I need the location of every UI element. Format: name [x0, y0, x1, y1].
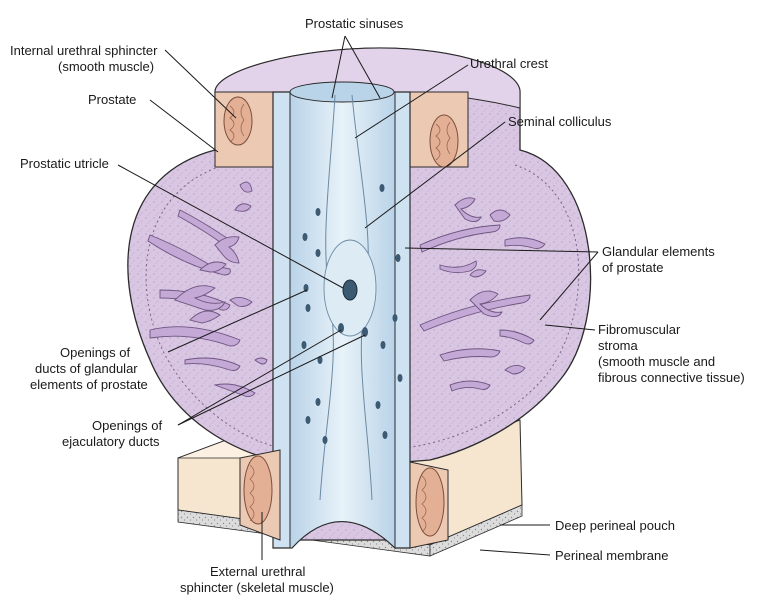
- leader-lines: [117, 35, 599, 560]
- label-glandular-elements-sub: of prostate: [602, 260, 663, 275]
- label-openings-ducts: Openings of: [60, 345, 130, 360]
- label-seminal-colliculus: Seminal colliculus: [508, 114, 612, 129]
- label-fibromuscular-stroma-3: (smooth muscle and: [598, 354, 715, 369]
- label-openings-ejaculatory: Openings of: [92, 418, 162, 433]
- label-internal-urethral-sphincter: Internal urethral sphincter: [10, 43, 158, 58]
- label-openings-ducts-2: ducts of glandular: [35, 361, 138, 376]
- label-internal-urethral-sphincter-sub: (smooth muscle): [58, 59, 154, 74]
- label-external-urethral-sphincter: External urethral: [210, 564, 305, 579]
- internal-urethral-sphincter: [214, 91, 469, 168]
- label-prostatic-sinuses: Prostatic sinuses: [305, 16, 404, 31]
- label-urethral-crest: Urethral crest: [470, 56, 548, 71]
- prostatic-utricle-opening: [342, 279, 358, 301]
- label-openings-ejaculatory-2: ejaculatory ducts: [62, 434, 160, 449]
- label-perineal-membrane: Perineal membrane: [555, 548, 668, 563]
- label-fibromuscular-stroma-4: fibrous connective tissue): [598, 370, 745, 385]
- label-glandular-elements: Glandular elements: [602, 244, 715, 259]
- label-openings-ducts-3: elements of prostate: [30, 377, 148, 392]
- label-fibromuscular-stroma: Fibromuscular: [598, 322, 681, 337]
- label-prostatic-utricle: Prostatic utricle: [20, 156, 109, 171]
- label-fibromuscular-stroma-2: stroma: [598, 338, 639, 353]
- label-deep-perineal-pouch: Deep perineal pouch: [555, 518, 675, 533]
- label-external-urethral-sphincter-sub: sphincter (skeletal muscle): [180, 580, 334, 595]
- glandular-elements-left: [147, 181, 268, 398]
- external-urethral-sphincter: [239, 449, 449, 549]
- prostatic-urethra: [272, 81, 411, 550]
- labels: Prostatic sinuses Internal urethral sphi…: [10, 16, 745, 595]
- duct-openings: [301, 184, 403, 444]
- glandular-elements-right: [419, 197, 546, 392]
- label-prostate: Prostate: [88, 92, 136, 107]
